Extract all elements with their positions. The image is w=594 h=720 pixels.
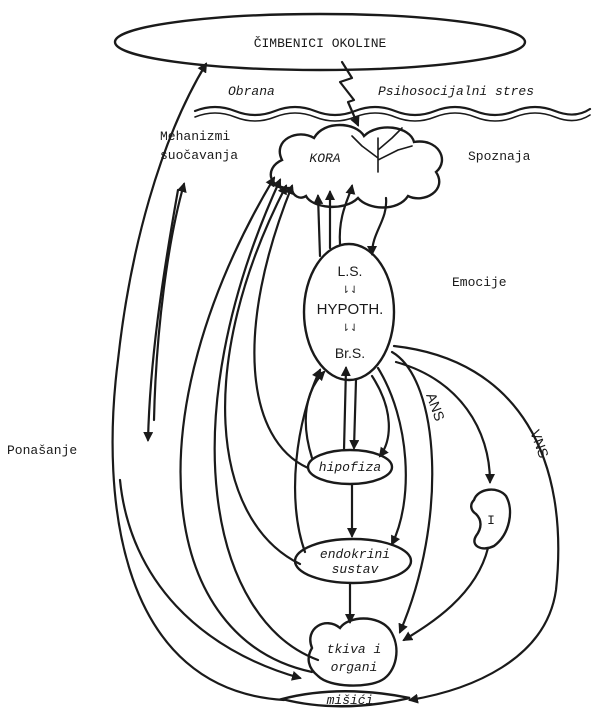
environment-factors-node: ČIMBENICI OKOLINE (115, 14, 525, 70)
arrow-pituitary-to-axis-left (306, 372, 324, 458)
arrow-brs-to-pituitary (354, 380, 356, 448)
arrow-brs-to-organ-i (396, 362, 490, 482)
behavior-label: Ponašanje (7, 443, 77, 458)
tissues-label-line2: organi (331, 660, 378, 675)
arrow-tissues-to-cortex-2 (181, 178, 312, 672)
pituitary-label: hipofiza (319, 460, 381, 475)
arrow-behavior-to-tissues (120, 480, 300, 678)
arrow-vns-to-muscles (394, 346, 558, 700)
endocrine-node: endokrini sustav (295, 539, 411, 583)
brain-axis-node: L.S. ⇂⇃ HYPOTH. ⇂⇃ Br.S. (304, 244, 394, 380)
cortex-label: KORA (309, 151, 340, 166)
stress-label: Psihosocijalni stres (378, 84, 534, 99)
defense-label: Obrana (228, 84, 275, 99)
hypoth-label: HYPOTH. (317, 301, 384, 318)
cognition-label: Spoznaja (468, 149, 531, 164)
endocrine-label-line2: sustav (332, 562, 380, 577)
coping-label-line2: suočavanja (160, 148, 238, 163)
stress-bolt-icon (340, 62, 358, 125)
arrow-pituitary-to-cortex (254, 186, 308, 468)
environment-label: ČIMBENICI OKOLINE (254, 36, 387, 51)
organ-i-label: I (487, 513, 495, 528)
organ-i-node: I (471, 490, 510, 549)
hypoth-brs-separator: ⇂⇃ (342, 323, 359, 334)
emotions-label: Emocije (452, 275, 507, 290)
ls-label: L.S. (338, 263, 363, 279)
arrow-coping-up (154, 184, 184, 420)
endocrine-label-line1: endokrini (320, 547, 390, 562)
muscles-node: mišići (282, 691, 410, 708)
defense-barrier: Obrana Psihosocijalni stres (195, 84, 590, 121)
tissues-organs-node: tkiva i organi (309, 619, 397, 686)
arrow-endocrine-to-cortex (225, 186, 300, 564)
cortex-node: KORA (271, 125, 442, 208)
arrow-axis-to-pituitary-right (372, 376, 389, 456)
arrow-organ-i-to-tissues (404, 548, 488, 640)
tissues-label-line1: tkiva i (327, 642, 382, 657)
brs-label: Br.S. (335, 345, 365, 361)
ls-hypoth-separator: ⇂⇃ (342, 285, 359, 296)
muscles-label: mišići (327, 693, 374, 708)
